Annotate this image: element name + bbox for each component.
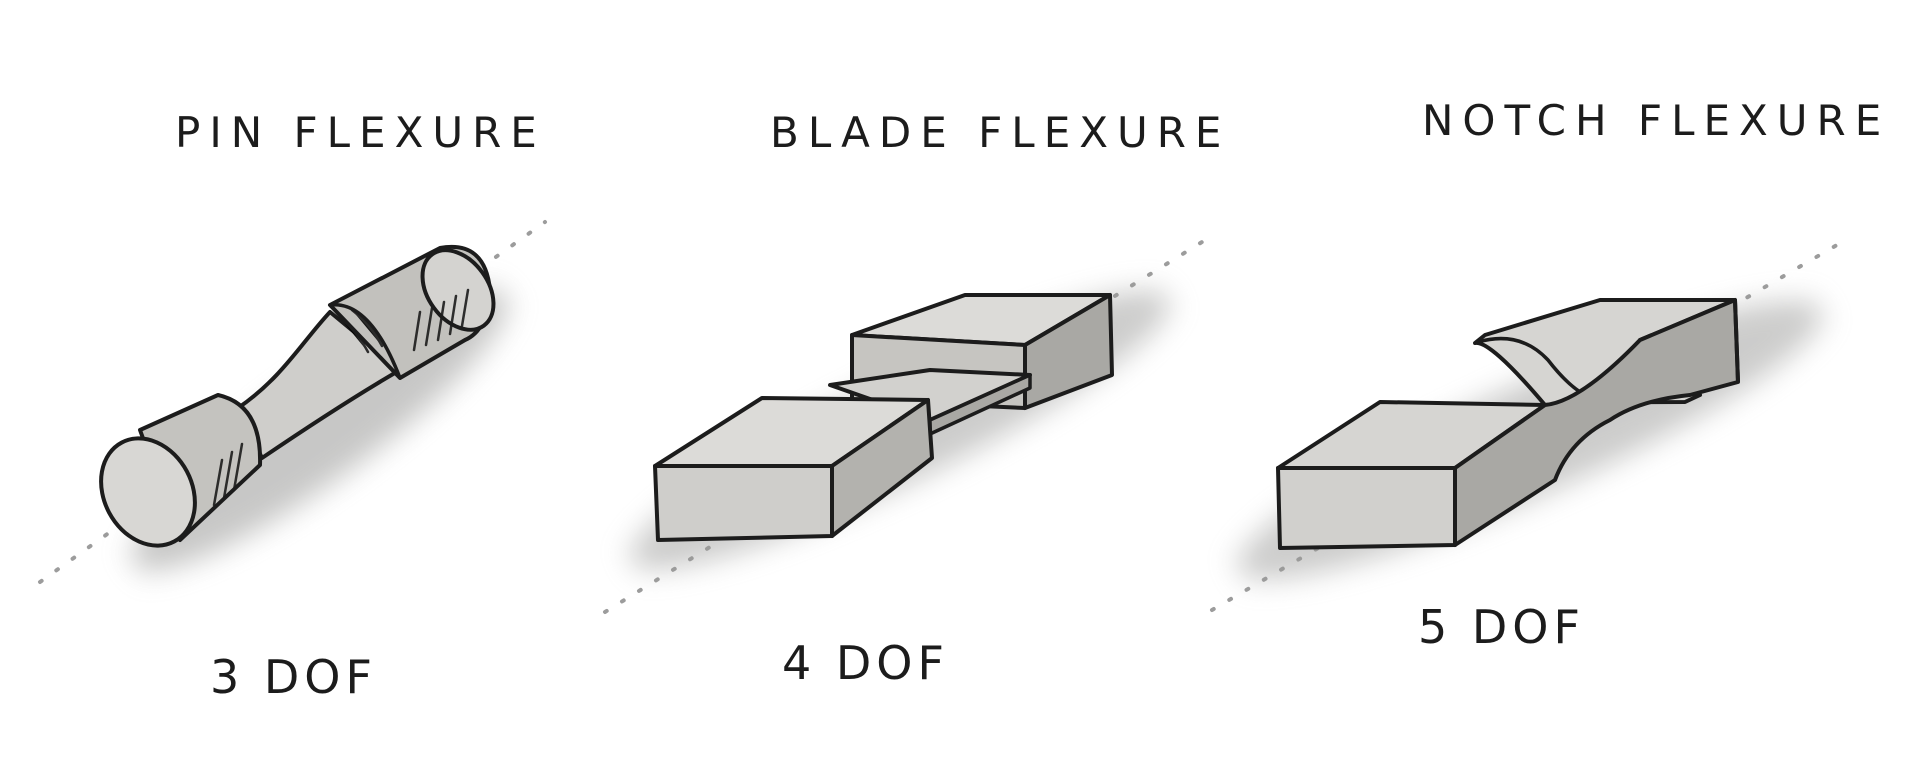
blade-flexure [605,242,1202,612]
blade-front-block-front [655,466,832,540]
notch-front-face [1278,468,1455,548]
notch-flexure-dof: 5 DOF [1418,600,1585,654]
pin-flexure-title: PIN FLEXURE [175,108,546,157]
pin-flexure-dof: 3 DOF [210,650,377,704]
notch-flexure-title: NOTCH FLEXURE [1422,96,1890,145]
pin-flexure [40,222,545,606]
notch-flexure [1212,242,1845,620]
blade-flexure-title: BLADE FLEXURE [770,108,1230,157]
blade-flexure-dof: 4 DOF [782,636,949,690]
